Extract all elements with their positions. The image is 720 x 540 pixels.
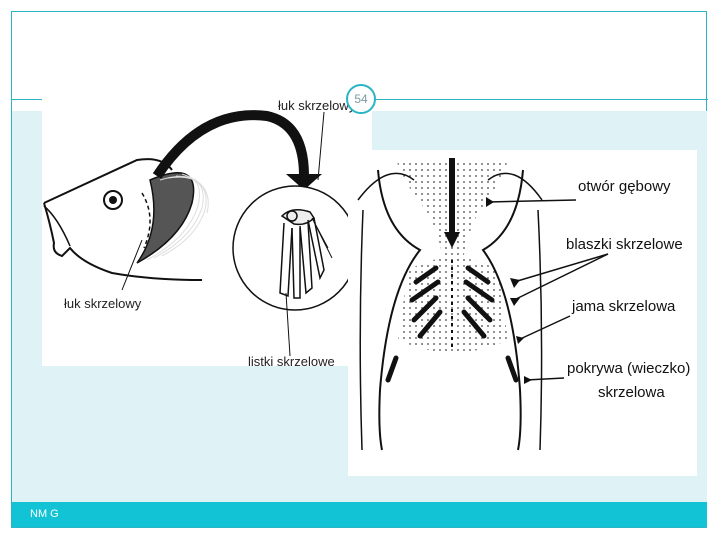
- leader-line-top: [317, 111, 325, 181]
- label-gill-arch-top: łuk skrzelowy: [278, 98, 356, 113]
- label-operculum-line2: skrzelowa: [598, 384, 665, 401]
- leader-line-bottom: [285, 292, 291, 357]
- body-outline-right: [481, 169, 524, 451]
- gill-arch-diagram: łuk skrzelowy łuk skrzelowy listki skrze…: [42, 88, 372, 369]
- transfer-arrow: [152, 110, 309, 179]
- gill-chamber-illustration: otwór gębowy blaszki skrzelowe jama skrz…: [357, 158, 690, 451]
- label-gill-arch-left: łuk skrzelowy: [64, 296, 142, 311]
- label-mouth-opening: otwór gębowy: [578, 178, 671, 195]
- label-operculum-line1: pokrywa (wieczko): [567, 360, 690, 377]
- magnified-view: [232, 185, 358, 311]
- label-gill-filaments: listki skrzelowe: [248, 354, 335, 366]
- leader-line-left: [121, 239, 143, 291]
- label-gill-cavity: jama skrzelowa: [571, 298, 676, 315]
- label-gill-lamellae: blaszki skrzelowe: [566, 236, 683, 253]
- fish-eye: [103, 190, 123, 210]
- page-number: 54: [354, 92, 368, 106]
- gill-arches: [136, 172, 209, 264]
- label-pointers: [487, 199, 609, 381]
- body-outline-left: [377, 169, 422, 451]
- gill-filaments: [279, 209, 333, 299]
- gill-arch-illustration: łuk skrzelowy łuk skrzelowy listki skrze…: [43, 98, 358, 369]
- page-number-badge: 54: [346, 84, 376, 114]
- footer-text: NM G: [30, 508, 59, 520]
- fish-mouth-outline: [43, 202, 203, 281]
- gill-chamber-diagram: otwór gębowy blaszki skrzelowe jama skrz…: [348, 150, 697, 476]
- footer-bar: [12, 502, 707, 527]
- gill-plates: [385, 265, 519, 383]
